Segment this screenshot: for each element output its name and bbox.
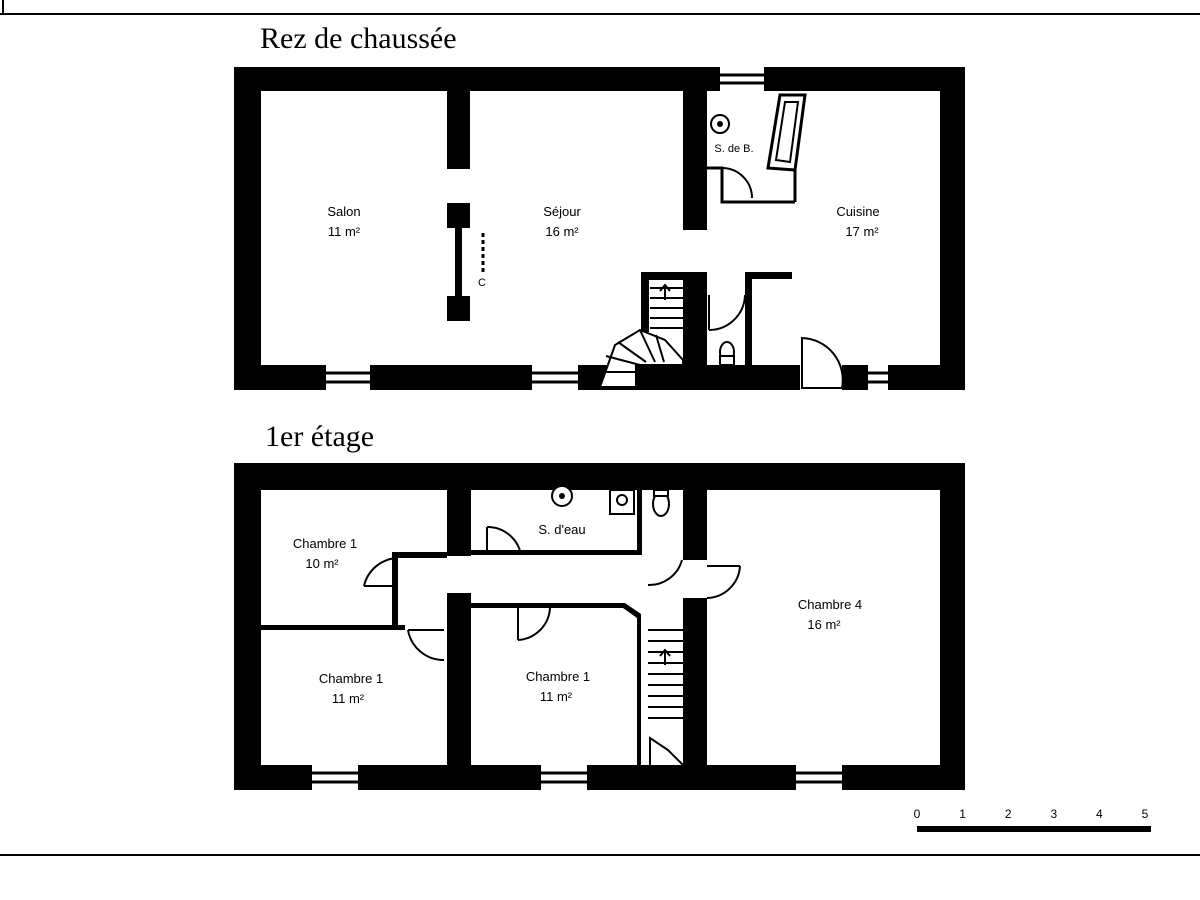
- first-partition-east-lower: [683, 598, 707, 765]
- first-north-wall: [234, 463, 965, 490]
- ground-partition-sejour-upper: [683, 91, 707, 230]
- ground-bathroom: [707, 93, 807, 204]
- scale-tick-label: 4: [1096, 807, 1103, 821]
- chambre-sw-name: Chambre 1: [319, 671, 383, 686]
- first-partition-east-upper: [683, 490, 707, 560]
- ground-partition-salon-upper: [447, 91, 470, 169]
- scale-tick-label: 2: [1005, 807, 1012, 821]
- chambre-e-area: 16 m²: [807, 617, 841, 632]
- first-floor-plan: 1er étage: [234, 420, 965, 790]
- first-west-wall: [234, 463, 261, 790]
- washbasin-icon: [710, 114, 730, 134]
- first-wall-west-corridor: [392, 552, 447, 625]
- first-door-swings: [363, 525, 741, 662]
- bathtub-icon: [766, 93, 807, 172]
- first-wall-between-west-bedrooms: [261, 625, 405, 630]
- sdeau-name: S. d'eau: [538, 522, 585, 537]
- first-window-east: [796, 765, 842, 790]
- chambre-e-name: Chambre 4: [798, 597, 862, 612]
- first-staircase: [648, 629, 684, 766]
- first-partition-west-upper: [447, 490, 471, 556]
- chambre-nw-area: 10 m²: [305, 556, 339, 571]
- scale-tick-label: 0: [914, 807, 921, 821]
- fireplace-icon: [447, 203, 485, 321]
- ground-entry-door: [800, 336, 844, 390]
- first-wall-sdeau-south: [471, 550, 641, 555]
- salon-area: 11 m²: [328, 224, 361, 239]
- scale-bar-ticks: 0 1 2 3 4 5: [914, 807, 1149, 821]
- sejour-area: 16 m²: [545, 224, 579, 239]
- ground-window-salon: [326, 365, 370, 390]
- ground-floor-plan: Rez de chaussée: [234, 22, 965, 390]
- first-wall-sdeau-east: [637, 490, 642, 555]
- sdb-name: S. de B.: [714, 143, 753, 155]
- toilet-icon: [652, 489, 670, 517]
- ground-north-wall: [234, 67, 965, 91]
- chambre-mid-name: Chambre 1: [526, 669, 590, 684]
- ground-window-sejour: [532, 365, 578, 390]
- cuisine-area: 17 m²: [845, 224, 879, 239]
- ground-wc: [708, 272, 792, 366]
- first-window-west: [312, 765, 358, 790]
- scale-tick-label: 5: [1142, 807, 1149, 821]
- ground-staircase: [598, 272, 684, 388]
- scale-bar-line: [917, 826, 1151, 832]
- sink-icon: [609, 489, 635, 515]
- scale-bar: 0 1 2 3 4 5: [914, 807, 1151, 832]
- chambre-sw-area: 11 m²: [332, 691, 365, 706]
- sejour-name: Séjour: [543, 204, 581, 219]
- salon-name: Salon: [327, 204, 360, 219]
- first-wall-corridor-south: [471, 603, 641, 765]
- fireplace-label: C: [478, 277, 486, 289]
- scale-tick-label: 3: [1050, 807, 1057, 821]
- first-east-wall: [940, 463, 965, 790]
- first-window-middle: [541, 765, 587, 790]
- chambre-nw-name: Chambre 1: [293, 536, 357, 551]
- cuisine-name: Cuisine: [836, 204, 879, 219]
- ground-west-wall: [234, 67, 261, 390]
- ground-window-cuisine: [868, 365, 888, 390]
- ground-floor-title: Rez de chaussée: [260, 22, 457, 55]
- first-partition-west-lower: [447, 593, 471, 765]
- ground-partition-sejour-lower: [683, 272, 707, 365]
- ground-east-wall: [940, 67, 965, 390]
- scale-tick-label: 1: [959, 807, 966, 821]
- chambre-mid-area: 11 m²: [540, 689, 573, 704]
- ground-window-north: [720, 67, 764, 91]
- first-floor-title: 1er étage: [265, 420, 374, 453]
- shower-icon: [551, 485, 573, 507]
